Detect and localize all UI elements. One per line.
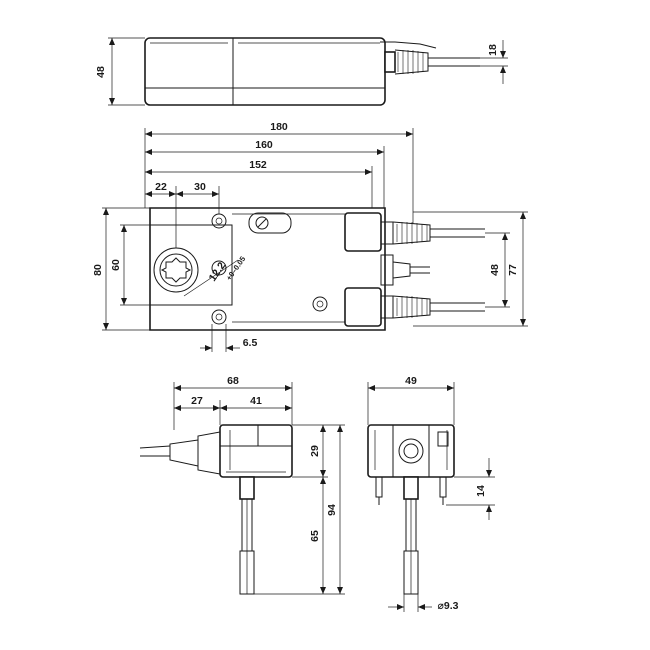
dim-top-cable-dia: 18 bbox=[487, 44, 499, 56]
side-left-shaft-base bbox=[239, 476, 255, 500]
dim-dia-9-3: ⌀9.3 bbox=[438, 600, 459, 612]
front-view: 180 160 152 22 30 80 60 48 77 12.2 bbox=[92, 121, 528, 352]
connector-top bbox=[344, 212, 382, 252]
dim-68: 68 bbox=[227, 375, 239, 387]
top-view: 48 18 bbox=[95, 37, 508, 106]
dim-6-5: 6.5 bbox=[243, 337, 258, 349]
dim-77: 77 bbox=[507, 264, 519, 276]
side-right-pin-right bbox=[439, 476, 447, 498]
top-gland-left bbox=[384, 51, 396, 73]
dim-60: 60 bbox=[110, 259, 122, 271]
dim-41: 41 bbox=[250, 395, 262, 407]
dim-22: 22 bbox=[155, 181, 167, 193]
manual-override bbox=[248, 212, 292, 234]
dim-65: 65 bbox=[309, 530, 321, 542]
side-left-housing bbox=[219, 424, 293, 478]
side-right-pin-left bbox=[375, 476, 383, 498]
dim-94: 94 bbox=[326, 504, 338, 516]
connector-bottom bbox=[344, 287, 382, 327]
side-view-left: 68 27 41 29 65 94 bbox=[139, 375, 345, 595]
dim-49: 49 bbox=[405, 375, 417, 387]
dim-48-connectors: 48 bbox=[489, 264, 501, 276]
shaft-adapter-inner bbox=[159, 253, 193, 287]
dim-152: 152 bbox=[249, 159, 267, 171]
top-gland-ribs bbox=[397, 50, 429, 74]
side-view-right: 49 14 ⌀9.3 bbox=[367, 375, 495, 612]
dim-80: 80 bbox=[92, 264, 104, 276]
side-right-socket bbox=[403, 443, 419, 459]
dim-180: 180 bbox=[270, 121, 288, 133]
top-view-housing bbox=[144, 37, 386, 106]
bottom-knob bbox=[312, 296, 328, 312]
side-right-housing bbox=[367, 424, 455, 478]
front-housing bbox=[149, 207, 386, 331]
dim-27: 27 bbox=[191, 395, 203, 407]
dim-14: 14 bbox=[475, 485, 487, 497]
star-shaft bbox=[160, 257, 192, 283]
mount-hole-bottom bbox=[211, 309, 227, 325]
dim-top-height: 48 bbox=[95, 66, 107, 78]
dim-29: 29 bbox=[309, 445, 321, 457]
middle-plug bbox=[380, 254, 394, 286]
dim-160: 160 bbox=[255, 139, 273, 151]
dim-30: 30 bbox=[194, 181, 206, 193]
